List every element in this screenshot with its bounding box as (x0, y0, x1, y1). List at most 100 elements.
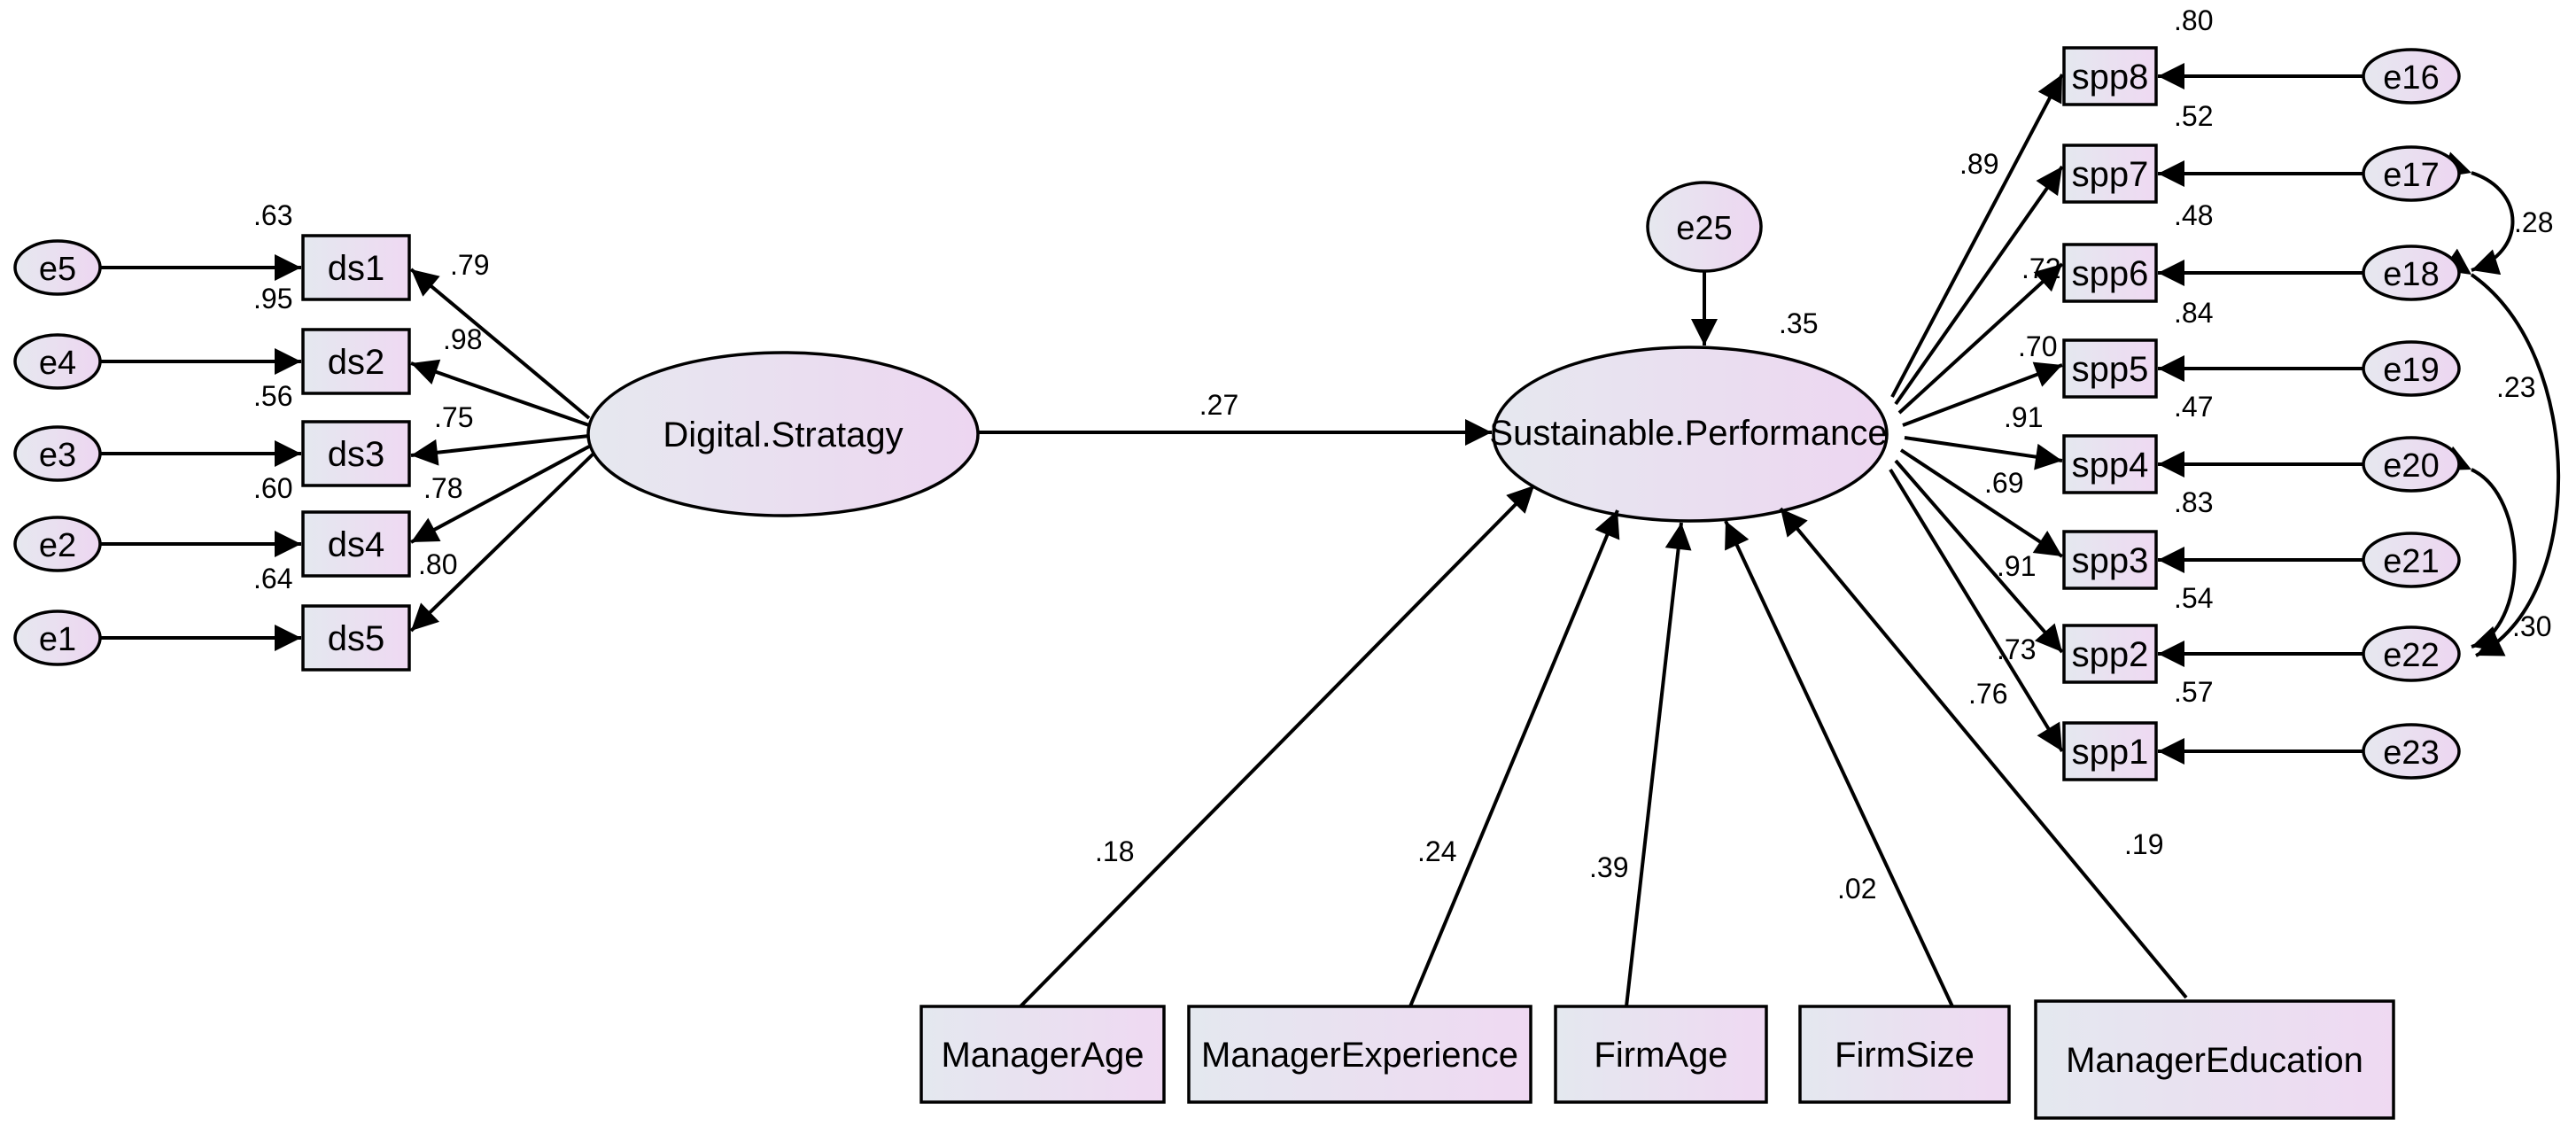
ds-error-e2[interactable]: e2 (13, 516, 102, 572)
loading-spp2: .73 (1997, 633, 2036, 665)
r2-spp2: .54 (2174, 582, 2213, 614)
spp-error-e17[interactable]: e17 (2362, 145, 2461, 202)
spp-error-e22[interactable]: e22 (2362, 625, 2461, 682)
loading-spp8: .89 (1959, 148, 1998, 180)
spp-error-e18[interactable]: e18 (2362, 245, 2461, 301)
loading-spp5: .91 (2004, 401, 2043, 433)
r2-ds4: .60 (253, 472, 292, 504)
control-firmsize[interactable]: FirmSize (1798, 1005, 2011, 1104)
error-label: e2 (39, 527, 76, 564)
structural-coef: .27 (1199, 389, 1238, 421)
cov-curve-e17-e18 (2441, 151, 2515, 276)
indicator-label: spp4 (2072, 446, 2149, 485)
control-arrow-firmage (1625, 522, 1692, 1007)
error-label: e1 (39, 621, 76, 658)
cov-label-e18-e22: .23 (2496, 371, 2535, 403)
indicator-spp6[interactable]: spp6 (2062, 243, 2158, 303)
loading-ds5: .80 (418, 548, 457, 580)
loading-arrow-ds3 (410, 434, 590, 466)
indicator-spp4[interactable]: spp4 (2062, 434, 2158, 494)
cov-curve-e18-e22 (2441, 248, 2561, 657)
loading-ds1: .79 (450, 249, 489, 281)
loading-spp7: .72 (2021, 252, 2060, 284)
loading-spp6: .70 (2018, 330, 2057, 362)
loading-spp1: .76 (1968, 678, 2007, 710)
r2-spp3: .83 (2174, 486, 2213, 518)
error-label: e17 (2383, 157, 2439, 194)
r2-spp6: .48 (2174, 199, 2213, 231)
latent-digital-stratagy[interactable]: Digital.Stratagy (586, 351, 980, 517)
control-arrow-managerage (1019, 484, 1536, 1008)
indicator-label: spp3 (2072, 541, 2149, 580)
error-label: e20 (2383, 447, 2439, 485)
error-label: e21 (2383, 543, 2439, 580)
latent-sustainable-performance[interactable]: Sustainable.Performance (1489, 346, 1889, 523)
indicator-spp5[interactable]: spp5 (2062, 338, 2158, 399)
error-label: e16 (2383, 59, 2439, 97)
indicator-ds3[interactable]: ds3 (301, 420, 411, 487)
ds-error-e1[interactable]: e1 (13, 610, 102, 666)
control-coef-managereducation: .19 (2124, 828, 2163, 860)
indicator-label: ds1 (328, 249, 385, 288)
indicator-spp3[interactable]: spp3 (2062, 530, 2158, 590)
control-firmage[interactable]: FirmAge (1554, 1005, 1768, 1104)
cov-label-e17-e18: .28 (2514, 206, 2553, 238)
indicator-spp1[interactable]: spp1 (2062, 721, 2158, 781)
spp-error-e16[interactable]: e16 (2362, 48, 2461, 105)
latent-label: Sustainable.Performance (1489, 414, 1887, 453)
loading-arrow-ds4 (410, 445, 590, 544)
ds-error-e5[interactable]: e5 (13, 239, 102, 296)
control-label: ManagerExperience (1201, 1036, 1518, 1075)
loading-arrow-spp1 (1889, 468, 2064, 753)
covariance-layer: .28 .23 .30 (2441, 151, 2561, 657)
indicator-spp8[interactable]: spp8 (2062, 46, 2158, 106)
control-variables: .18 .24 .39 .02 .19 ManagerAge ManagerEx… (919, 484, 2395, 1120)
indicator-spp7[interactable]: spp7 (2062, 144, 2158, 204)
indicator-label: ds3 (328, 435, 385, 474)
disturbance-e25[interactable]: e25 (1646, 181, 1763, 273)
control-managerage[interactable]: ManagerAge (919, 1005, 1166, 1104)
control-managerexperience[interactable]: ManagerExperience (1187, 1005, 1532, 1104)
r2-ds3: .56 (253, 380, 292, 412)
spp-error-e20[interactable]: e20 (2362, 436, 2461, 493)
indicator-ds2[interactable]: ds2 (301, 328, 411, 395)
indicator-label: ds5 (328, 619, 385, 658)
indicator-spp2[interactable]: spp2 (2062, 624, 2158, 684)
indicator-ds5[interactable]: ds5 (301, 604, 411, 672)
indicator-ds4[interactable]: ds4 (301, 510, 411, 578)
control-coef-managerage: .18 (1095, 835, 1134, 867)
r2-ds1: .63 (253, 199, 292, 231)
control-coef-firmage: .39 (1589, 851, 1628, 883)
control-label: ManagerEducation (2066, 1041, 2363, 1080)
ds-error-e3[interactable]: e3 (13, 425, 102, 482)
indicator-label: ds2 (328, 343, 385, 382)
control-coef-firmsize: .02 (1837, 873, 1876, 905)
r2-ds2: .95 (253, 283, 292, 315)
spp-error-e19[interactable]: e19 (2362, 340, 2461, 397)
ds-error-e4[interactable]: e4 (13, 333, 102, 390)
error-label: e22 (2383, 637, 2439, 674)
control-coef-managerexperience: .24 (1417, 835, 1456, 867)
indicator-ds1[interactable]: ds1 (301, 234, 411, 301)
spp-error-e23[interactable]: e23 (2362, 723, 2461, 780)
indicator-label: spp2 (2072, 635, 2149, 674)
loading-arrow-spp7 (1894, 165, 2064, 406)
loading-arrow-spp6 (1897, 262, 2064, 415)
r2-spp5: .84 (2174, 297, 2213, 329)
control-managereducation[interactable]: ManagerEducation (2034, 999, 2395, 1120)
error-label: e18 (2383, 256, 2439, 293)
cov-label-e20-e22: .30 (2512, 610, 2551, 642)
error-label: e25 (1676, 210, 1732, 247)
loading-ds2: .98 (443, 323, 482, 355)
indicator-label: spp6 (2072, 254, 2149, 293)
loading-spp4: .69 (1984, 467, 2023, 499)
r2-spp4: .47 (2174, 391, 2213, 423)
error-label: e23 (2383, 734, 2439, 772)
ds-measurement: e5 e4 e3 e2 e1 ds1 ds2 (13, 199, 595, 672)
spp-error-e21[interactable]: e21 (2362, 532, 2461, 588)
indicator-label: spp8 (2072, 58, 2149, 97)
indicator-label: spp7 (2072, 155, 2149, 194)
loading-arrow-spp2 (1894, 459, 2064, 654)
loading-arrow-ds5 (409, 452, 595, 633)
error-label: e4 (39, 345, 76, 382)
